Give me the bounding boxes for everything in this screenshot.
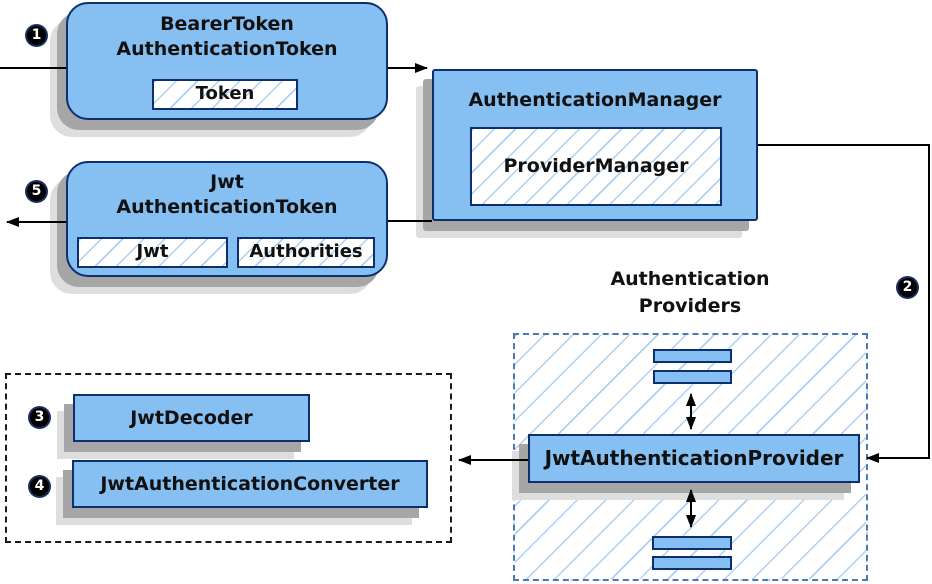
bearer-token-title-line1: BearerToken (160, 13, 294, 35)
jwt-authentication-provider-node: JwtAuthenticationProvider (528, 434, 860, 483)
bearer-token-node-title: BearerToken AuthenticationToken (68, 4, 386, 62)
provider-slot-bar (652, 536, 732, 550)
provider-slot-bar (653, 370, 732, 384)
provider-slot-bar (653, 349, 732, 363)
jwt-token-title-line2: AuthenticationToken (116, 196, 338, 218)
jwt-decoder-node: JwtDecoder (73, 394, 310, 442)
authentication-providers-heading-line1: Authentication (610, 268, 770, 290)
authentication-manager-node: AuthenticationManager ProviderManager (432, 69, 758, 221)
jwt-token-title-line1: Jwt (210, 171, 244, 193)
authentication-providers-heading: Authentication Providers (545, 266, 835, 320)
step-5-badge: 5 (25, 180, 48, 203)
step-4-badge: 4 (28, 475, 51, 498)
step-1-badge: 1 (25, 24, 48, 47)
jwt-authentication-converter-node: JwtAuthenticationConverter (72, 460, 428, 508)
provider-slot-bar (652, 556, 732, 570)
provider-manager-field: ProviderManager (470, 127, 722, 206)
jwt-components-group (5, 373, 452, 543)
bearer-token-title-line2: AuthenticationToken (116, 38, 338, 60)
jwt-field: Jwt (77, 237, 228, 268)
jwt-token-node-title: Jwt AuthenticationToken (68, 163, 386, 220)
authentication-manager-title: AuthenticationManager (468, 89, 722, 111)
jwt-authentication-token-node: Jwt AuthenticationToken Jwt Authorities (66, 161, 388, 277)
token-field: Token (152, 79, 298, 110)
step-2-badge: 2 (896, 276, 919, 299)
authorities-field: Authorities (237, 237, 375, 268)
bearer-token-authentication-token-node: BearerToken AuthenticationToken Token (66, 2, 388, 120)
authentication-providers-heading-line2: Providers (638, 295, 742, 317)
step-3-badge: 3 (28, 406, 51, 429)
